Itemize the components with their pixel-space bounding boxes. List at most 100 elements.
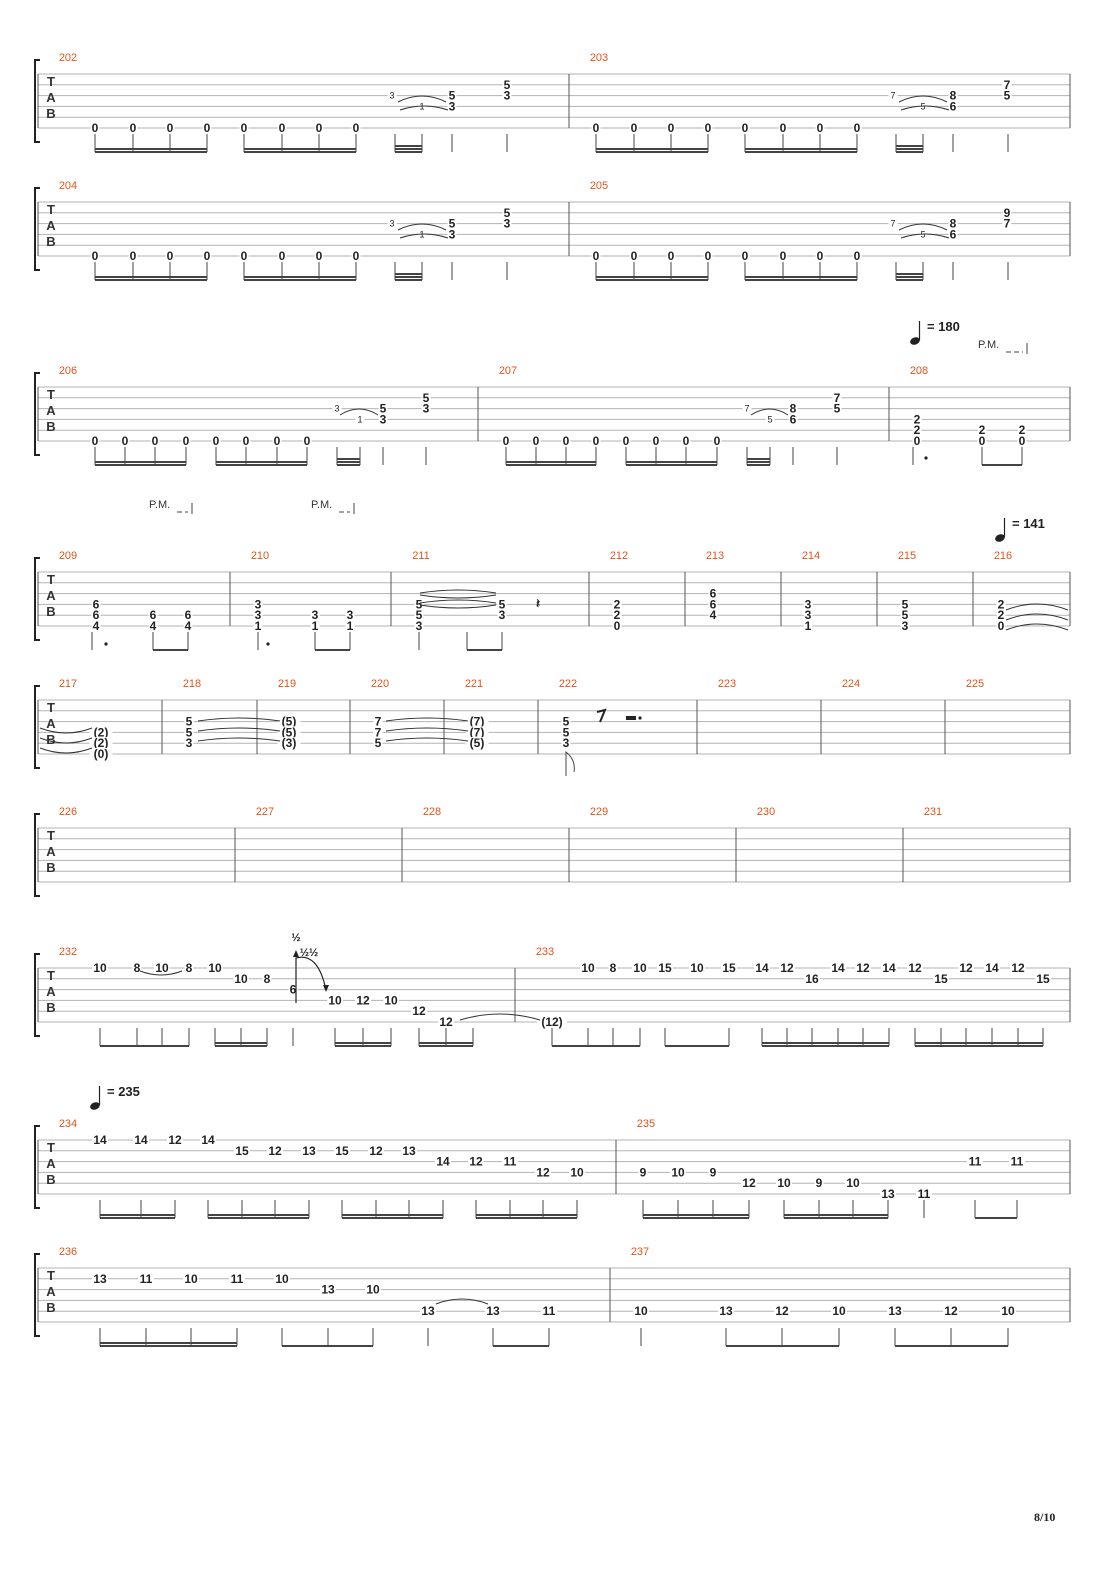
fret-number: 5 xyxy=(449,89,456,103)
measure-number: 214 xyxy=(802,550,820,562)
fret-backdrop xyxy=(274,1272,290,1285)
fret-number: 3 xyxy=(255,597,262,611)
fret-backdrop xyxy=(708,598,718,611)
fret-backdrop xyxy=(229,1272,245,1285)
fret-backdrop xyxy=(996,609,1006,622)
fret-number: 5 xyxy=(767,414,772,424)
fret-number: 12 xyxy=(168,1133,182,1147)
fret-backdrop xyxy=(703,122,713,134)
measure-number: 208 xyxy=(910,365,928,377)
fret-number: 12 xyxy=(439,1015,453,1029)
fret-number: 0 xyxy=(130,249,137,263)
fret-backdrop xyxy=(502,89,512,102)
tab-system xyxy=(34,372,1071,456)
fret-number: 6 xyxy=(790,412,797,426)
fret-backdrop xyxy=(651,435,661,447)
system-bracket xyxy=(34,813,40,897)
fret-number: 8 xyxy=(610,961,617,975)
fret-backdrop xyxy=(912,435,922,447)
fret-number: 10 xyxy=(846,1176,860,1190)
fret-backdrop xyxy=(815,250,825,262)
measure-number: 220 xyxy=(371,678,389,690)
tie-arc xyxy=(39,747,93,754)
fret-number: 9 xyxy=(640,1165,647,1179)
tab-system xyxy=(34,813,1071,897)
fret-backdrop xyxy=(531,435,541,447)
fret-backdrop xyxy=(345,620,355,632)
measure-number: 202 xyxy=(59,52,77,64)
tab-clef-letter: T xyxy=(47,202,55,217)
fret-backdrop xyxy=(502,206,512,219)
fret-number: 0 xyxy=(593,121,600,135)
fret-number: 8 xyxy=(950,217,957,231)
fret-number: 3 xyxy=(389,219,394,229)
fret-number: 0 xyxy=(279,249,286,263)
fret-number: 11 xyxy=(140,1272,153,1286)
fret-backdrop xyxy=(776,1177,792,1190)
fret-number: 11 xyxy=(504,1155,517,1169)
fret-number: 3 xyxy=(805,608,812,622)
fret-backdrop xyxy=(91,609,101,622)
tab-system xyxy=(34,59,1071,143)
slide-line xyxy=(399,233,449,239)
tab-system xyxy=(34,685,1071,769)
fret-backdrop xyxy=(128,122,138,134)
fret-backdrop xyxy=(277,737,301,750)
palm-mute-label: P.M. xyxy=(311,499,332,511)
bend-arrow xyxy=(295,956,327,1003)
fret-number: 10 xyxy=(1001,1304,1015,1318)
tab-clef-letter: B xyxy=(46,732,55,747)
fret-number: 7 xyxy=(834,391,841,405)
fret-number: 0 xyxy=(304,434,311,448)
fret-number: 0 xyxy=(92,121,99,135)
fret-number: 0 xyxy=(122,434,129,448)
fret-number: 3 xyxy=(902,619,909,633)
fret-number: 0 xyxy=(614,619,621,633)
fret-backdrop xyxy=(815,122,825,134)
tab-system xyxy=(34,1125,1071,1209)
tie-arc xyxy=(397,223,447,231)
measure-number: 237 xyxy=(631,1246,649,1258)
fret-number: 0 xyxy=(979,434,986,448)
fret-number: 12 xyxy=(268,1144,282,1158)
tab-clef-letter: T xyxy=(47,828,55,843)
fret-number: 0 xyxy=(854,249,861,263)
fret-number: 0 xyxy=(623,434,630,448)
measure-number: 209 xyxy=(59,550,77,562)
fret-backdrop xyxy=(888,217,898,230)
fret-backdrop xyxy=(373,737,383,750)
fret-number: 11 xyxy=(1011,1155,1024,1169)
fret-backdrop xyxy=(852,250,862,262)
rest-dot xyxy=(638,716,642,720)
fret-number: 9 xyxy=(710,1165,717,1179)
fret-number: 0 xyxy=(274,434,281,448)
fret-number: 0 xyxy=(92,249,99,263)
tie-arc xyxy=(419,589,497,594)
fret-backdrop xyxy=(288,983,298,996)
measure-number: 233 xyxy=(536,946,554,958)
tab-clef-letter: A xyxy=(46,844,56,859)
fret-backdrop xyxy=(378,413,388,426)
tie-arc xyxy=(435,1298,489,1305)
measure-number: 227 xyxy=(256,806,274,818)
fret-number: 3 xyxy=(380,412,387,426)
fret-backdrop xyxy=(89,726,113,739)
fret-number: 6 xyxy=(93,597,100,611)
fret-backdrop xyxy=(948,89,958,102)
fret-backdrop xyxy=(89,748,113,760)
fret-number: 0 xyxy=(593,434,600,448)
tie-arc xyxy=(419,604,497,609)
fret-backdrop xyxy=(845,1177,861,1190)
fret-number: 14 xyxy=(831,961,845,975)
tempo-marking: = 235 xyxy=(107,1084,140,1099)
fret-backdrop xyxy=(90,122,100,134)
fret-number: 7 xyxy=(1004,78,1011,92)
fret-backdrop xyxy=(900,620,910,632)
fret-number: 0 xyxy=(714,434,721,448)
fret-number: 7 xyxy=(1004,217,1011,231)
fret-number: 12 xyxy=(908,961,922,975)
fret-backdrop xyxy=(708,1166,718,1179)
fret-backdrop xyxy=(629,122,639,134)
fret-backdrop xyxy=(1002,217,1012,230)
tie-arc xyxy=(898,95,948,103)
